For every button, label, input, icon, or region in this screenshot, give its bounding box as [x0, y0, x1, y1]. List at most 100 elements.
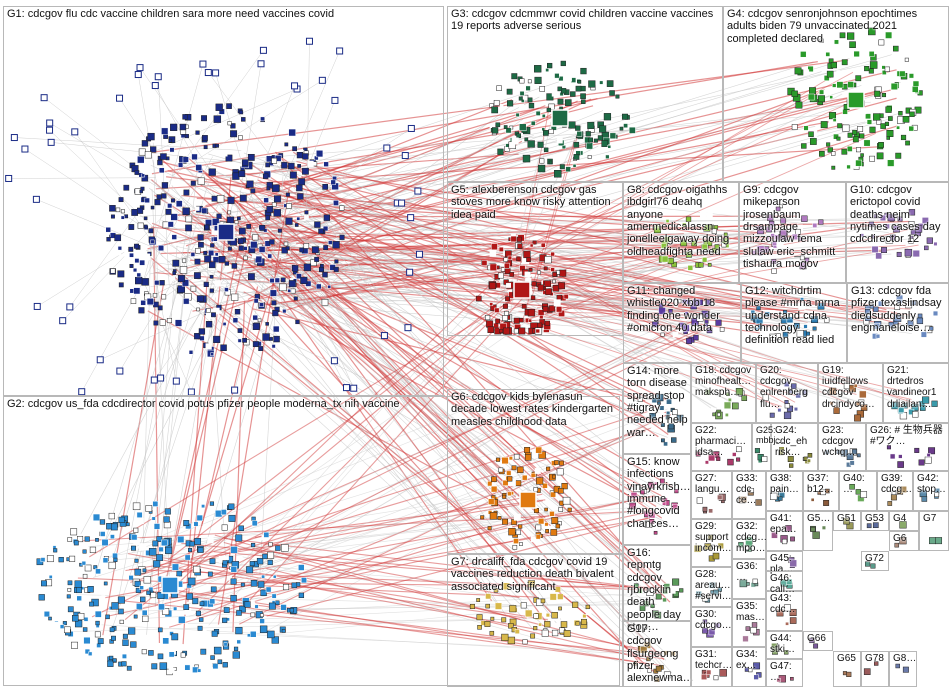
node[interactable] [109, 655, 114, 660]
node[interactable] [117, 596, 125, 604]
node[interactable] [819, 89, 825, 95]
node[interactable] [771, 268, 777, 274]
node[interactable] [280, 277, 286, 283]
node[interactable] [271, 636, 279, 644]
node[interactable] [819, 150, 825, 157]
node[interactable] [70, 528, 78, 536]
node[interactable] [837, 123, 843, 129]
node[interactable] [221, 524, 228, 531]
node[interactable] [235, 627, 243, 635]
node[interactable] [189, 541, 195, 547]
node[interactable] [271, 202, 277, 207]
node[interactable] [916, 317, 924, 325]
node[interactable] [543, 266, 548, 271]
node[interactable] [550, 251, 555, 257]
node[interactable] [646, 656, 651, 662]
node[interactable] [239, 605, 246, 613]
node[interactable] [507, 476, 513, 482]
node[interactable] [204, 69, 212, 77]
node[interactable] [886, 311, 892, 317]
node[interactable] [227, 210, 232, 215]
node[interactable] [691, 240, 697, 247]
node[interactable] [502, 582, 511, 591]
node[interactable] [548, 160, 553, 165]
node[interactable] [285, 217, 293, 225]
node[interactable] [67, 537, 73, 542]
node[interactable] [21, 145, 29, 153]
node[interactable] [878, 300, 884, 307]
node[interactable] [687, 265, 694, 271]
node[interactable] [469, 603, 475, 610]
node[interactable] [103, 581, 108, 586]
node[interactable] [257, 318, 262, 323]
node[interactable] [116, 367, 124, 375]
node[interactable] [150, 239, 155, 244]
node[interactable] [758, 225, 763, 231]
node[interactable] [291, 582, 298, 589]
node[interactable] [212, 69, 220, 77]
node[interactable] [911, 300, 917, 306]
node[interactable] [852, 129, 858, 135]
node[interactable] [799, 255, 805, 261]
node[interactable] [525, 85, 531, 91]
node[interactable] [141, 140, 149, 147]
node[interactable] [698, 262, 704, 268]
node[interactable] [269, 239, 275, 245]
node[interactable] [639, 605, 646, 611]
node[interactable] [177, 285, 186, 293]
node[interactable] [640, 646, 648, 654]
node[interactable] [258, 246, 266, 253]
node[interactable] [118, 608, 124, 615]
node[interactable] [190, 252, 196, 257]
node[interactable] [912, 411, 919, 418]
node[interactable] [59, 317, 67, 325]
node[interactable] [714, 244, 720, 250]
node[interactable] [907, 320, 914, 327]
node[interactable] [212, 663, 219, 670]
node[interactable] [549, 593, 557, 601]
node[interactable] [67, 587, 72, 592]
node[interactable] [194, 333, 201, 340]
node[interactable] [269, 289, 277, 297]
node[interactable] [157, 245, 165, 252]
node[interactable] [663, 441, 668, 447]
node[interactable] [508, 528, 516, 536]
node[interactable] [509, 272, 515, 277]
node[interactable] [885, 31, 893, 39]
node[interactable] [671, 589, 676, 594]
node[interactable] [708, 454, 716, 462]
node[interactable] [536, 270, 541, 275]
node[interactable] [864, 66, 870, 72]
node[interactable] [620, 102, 625, 107]
node[interactable] [832, 83, 837, 88]
node[interactable] [176, 570, 183, 577]
node[interactable] [105, 614, 110, 620]
node[interactable] [490, 616, 495, 621]
node[interactable] [204, 224, 210, 230]
node[interactable] [912, 249, 920, 258]
node[interactable] [262, 173, 269, 179]
node[interactable] [150, 205, 155, 210]
node[interactable] [217, 659, 223, 665]
node[interactable] [179, 123, 187, 131]
node[interactable] [545, 68, 550, 72]
node[interactable] [485, 593, 492, 600]
node[interactable] [563, 294, 569, 300]
node[interactable] [544, 256, 552, 264]
node[interactable] [543, 130, 549, 136]
node[interactable] [544, 522, 549, 527]
node[interactable] [160, 153, 167, 160]
node[interactable] [899, 70, 906, 77]
node[interactable] [476, 614, 483, 621]
node[interactable] [183, 298, 190, 305]
node[interactable] [281, 629, 286, 633]
node[interactable] [252, 234, 259, 241]
node[interactable] [513, 328, 519, 334]
node[interactable] [846, 164, 851, 170]
node[interactable] [732, 452, 737, 457]
node[interactable] [513, 453, 520, 460]
node[interactable] [893, 314, 902, 322]
node[interactable] [517, 466, 524, 474]
node[interactable] [528, 318, 532, 323]
node[interactable] [686, 299, 692, 305]
